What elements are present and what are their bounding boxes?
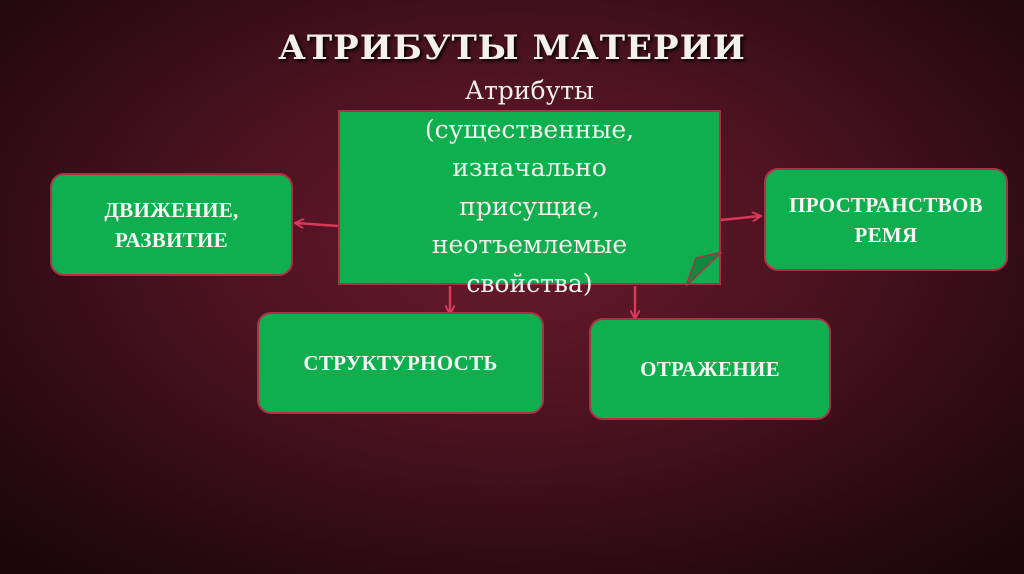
node-label: ПРОСТРАНСТВОВ РЕМЯ (789, 192, 983, 247)
arrow-to-space-time (720, 216, 760, 220)
node-motion-development: ДВИЖЕНИЕ, РАЗВИТИЕ (50, 173, 293, 276)
slide-title: АТРИБУТЫ МАТЕРИИ (278, 28, 746, 68)
center-line: неотъемлемые (431, 230, 628, 259)
node-space-time: ПРОСТРАНСТВОВ РЕМЯ (764, 168, 1008, 271)
node-label: СТРУКТУРНОСТЬ (303, 351, 498, 375)
node-label: ОТРАЖЕНИЕ (640, 357, 780, 381)
node-label: ДВИЖЕНИЕ, РАЗВИТИЕ (104, 197, 239, 252)
center-line: присущие, (459, 191, 600, 221)
center-line: (существенные, (424, 114, 635, 144)
arrow-to-motion (296, 223, 339, 226)
center-line: свойства) (466, 268, 593, 298)
center-line: Атрибуты (465, 76, 594, 105)
node-reflection: ОТРАЖЕНИЕ (589, 318, 831, 420)
folded-corner-icon (686, 252, 722, 286)
center-attributes-text: Атрибуты (существенные, изначально прису… (338, 72, 721, 303)
center-attributes-box (338, 110, 721, 285)
center-line: изначально (452, 153, 607, 182)
node-structure: СТРУКТУРНОСТЬ (257, 312, 544, 414)
